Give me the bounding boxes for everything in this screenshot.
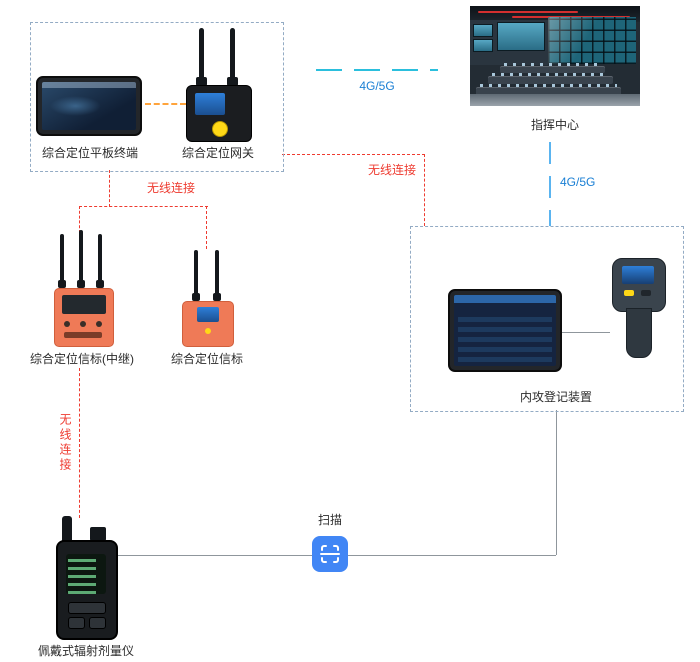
dosimeter-label: 佩戴式辐射剂量仪 [37,644,134,658]
link-tablet-gateway [145,103,186,105]
dosimeter-button [68,602,106,614]
handheld-scanner-handle [626,308,652,358]
video-wall [548,17,636,64]
beacon-screen [197,307,219,322]
scan-icon [312,536,348,572]
link-scan-vertical [556,410,557,555]
command-center-label: 指挥中心 [530,118,579,132]
beacon-button [80,321,86,327]
beacon-label: 综合定位信标 [170,352,243,366]
console-desk-row [500,63,605,73]
link-wireless-left-drop [109,170,110,207]
link-4g5g-top-label: 4G/5G [359,79,395,93]
dosimeter-clip [90,527,106,541]
floor [470,94,640,106]
handheld-scanner-device [612,258,666,312]
gateway-antenna-icon [230,28,235,86]
registration-tablet-device [448,289,562,372]
link-wireless-top-horizontal [282,154,425,155]
beacon-relay-antenna-icon [79,230,83,287]
link-4g5g-right-label: 4G/5G [560,175,596,189]
beacon-relay-label: 综合定位信标(中继) [30,352,134,366]
gateway-label: 综合定位网关 [181,146,254,160]
gateway-button [212,121,228,137]
tablet-terminal-device [36,76,142,136]
beacon-button [205,328,211,334]
console-desk-row [476,84,621,96]
gateway-screen [195,93,225,115]
tablet-terminal-label: 综合定位平板终端 [41,146,138,160]
handheld-scanner-screen [622,266,654,284]
link-4g5g-top-line [316,69,438,71]
wall-screen [473,24,493,37]
registration-device-label: 内攻登记装置 [519,390,592,404]
beacon-relay-antenna-base [77,280,85,288]
beacon-relay-antenna-base [96,280,104,288]
beacon-antenna-base [213,293,221,301]
ceiling-light [478,11,578,13]
dosimeter-device [56,540,118,640]
link-wireless-beacon-dosimeter-line [79,368,80,518]
dosimeter-button [68,617,85,629]
gateway-device [186,85,252,142]
beacon-relay-device [54,288,114,347]
command-center-photo [470,6,640,106]
link-wireless-to-beacon [206,206,207,249]
positioning-group-box [30,22,284,172]
beacon-antenna-icon [215,250,219,300]
registration-group-box [410,226,684,412]
link-wireless-left-splitter [79,206,208,207]
dosimeter-button [89,617,106,629]
beacon-button [64,321,70,327]
scan-glyph [320,545,340,563]
gateway-antenna-icon [199,28,204,86]
link-4g5g-right-line [549,142,551,226]
beacon-relay-antenna-icon [60,234,64,287]
gateway-antenna-base [227,77,238,86]
gateway-antenna-base [196,77,207,86]
scanner-button [641,290,651,296]
beacon-device [182,301,234,347]
link-wireless-top-vertical [424,154,425,226]
main-screen [497,22,545,51]
beacon-antenna-base [192,293,200,301]
link-wireless-top-label: 无线连接 [367,163,416,177]
console-desk-row [488,73,613,84]
registration-tablet-screen [454,295,556,366]
dosimeter-screen [66,554,106,594]
scanner-button [624,290,634,296]
beacon-antenna-icon [194,250,198,300]
link-wireless-vertical-label: 无线连接 [58,413,72,473]
beacon-button [96,321,102,327]
scan-label: 扫描 [317,513,342,527]
beacon-relay-screen [62,295,106,314]
link-tablet-scanner [562,332,610,333]
dosimeter-antenna-icon [62,516,72,544]
beacon-relay-antenna-icon [98,234,102,287]
beacon-relay-antenna-base [58,280,66,288]
link-wireless-left-label: 无线连接 [146,181,195,195]
beacon-relay-base-bar [64,332,102,338]
wall-screen [473,39,493,52]
tablet-terminal-screen [42,82,136,130]
link-wireless-to-beacon-relay [79,206,80,233]
